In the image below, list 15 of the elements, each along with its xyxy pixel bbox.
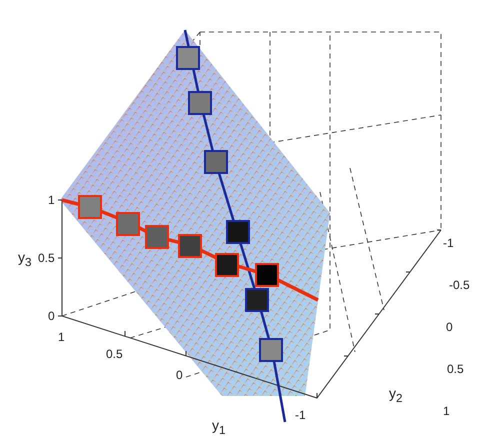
tick-label: 1: [58, 330, 65, 344]
axis-label: y$_{3}$: [18, 250, 32, 270]
tick-label: -0.5: [449, 278, 470, 292]
tick-label: 0: [48, 309, 55, 323]
tick-label: 0.5: [38, 251, 55, 265]
tick-label: 0.5: [447, 362, 464, 376]
tick-label: 0: [176, 368, 183, 382]
tick-label: 1: [48, 193, 55, 207]
axis-label: y$_{1}$: [212, 418, 226, 438]
tick-label: 0.5: [106, 347, 123, 361]
axis-label: y$_{2}$: [389, 386, 402, 406]
tick-label: 1: [443, 404, 450, 418]
tick-label: 0: [446, 320, 453, 334]
tick-label: -1: [443, 236, 454, 250]
tick-label: -1: [295, 408, 306, 422]
